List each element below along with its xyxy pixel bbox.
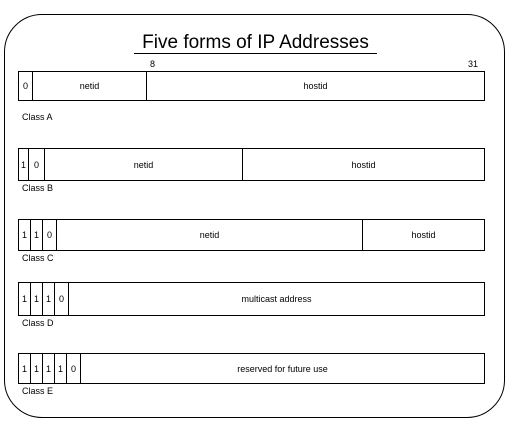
class-b-hostid: hostid	[351, 159, 376, 170]
class-d-multicast: multicast address	[241, 294, 312, 304]
class-e-label: Class E	[22, 386, 54, 396]
class-c-row: 1 1 0 netid hostid	[18, 219, 485, 251]
page-title: Five forms of IP Addresses	[142, 32, 369, 53]
class-d-bit-0: 1	[19, 283, 31, 315]
class-b-row: 1 0 netid hostid	[18, 148, 485, 181]
bit-label-31: 31	[467, 59, 478, 69]
class-a-hostid: hostid	[303, 81, 328, 91]
class-e-bit-0: 1	[19, 354, 31, 383]
class-d-bit-1: 1	[31, 283, 43, 315]
class-b-bit-0: 1	[19, 149, 29, 180]
class-a-netid: netid	[33, 72, 147, 100]
class-e-bit-4: 0	[67, 354, 81, 383]
class-b-label: Class B	[22, 183, 54, 193]
class-c-label: Class C	[22, 253, 54, 263]
class-a-bit-0: 0	[19, 72, 33, 100]
class-b-bit-1: 0	[29, 149, 45, 180]
slide-frame	[4, 14, 505, 418]
class-e-row: 1 1 1 1 0 reserved for future use	[18, 353, 485, 384]
class-e-bit-3: 1	[55, 354, 67, 383]
class-e-bit-2: 1	[43, 354, 55, 383]
class-a-label: Class A	[22, 112, 53, 122]
class-d-bit-2: 1	[43, 283, 55, 315]
bit-label-8: 8	[150, 59, 156, 69]
class-c-hostid: hostid	[411, 230, 436, 240]
class-c-bit-1: 1	[31, 220, 43, 250]
class-d-label: Class D	[22, 318, 54, 328]
class-d-bit-3: 0	[55, 283, 69, 315]
class-c-bit-2: 0	[43, 220, 57, 250]
class-c-bit-0: 1	[19, 220, 31, 250]
class-e-bit-1: 1	[31, 354, 43, 383]
title-underline	[134, 53, 377, 54]
class-b-netid: netid	[45, 149, 243, 180]
class-a-row: 0 netid hostid	[18, 71, 485, 101]
class-c-netid: netid	[57, 220, 363, 250]
class-d-row: 1 1 1 0 multicast address	[18, 282, 485, 316]
class-e-reserved: reserved for future use	[237, 363, 328, 374]
